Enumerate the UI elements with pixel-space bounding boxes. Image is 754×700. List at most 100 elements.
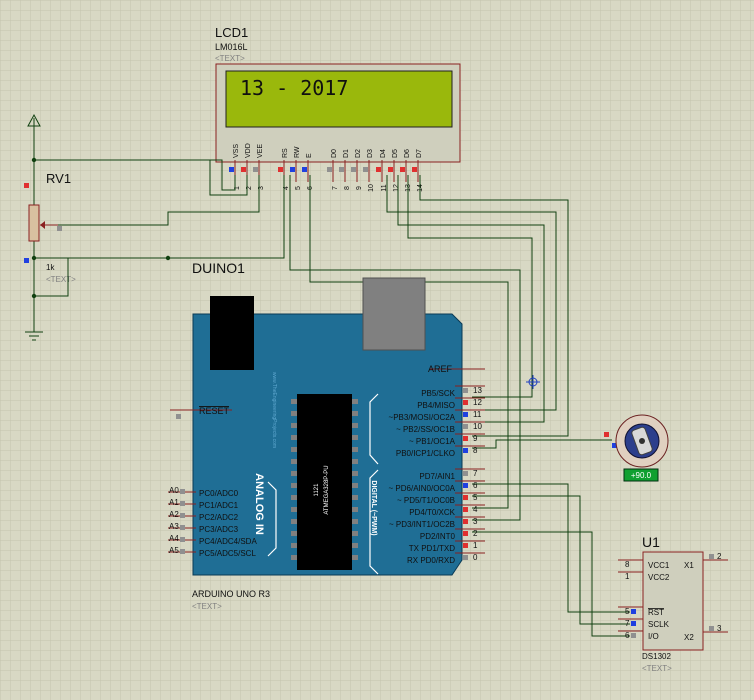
junction-4 (31, 293, 37, 299)
chip-pin (352, 435, 358, 440)
lcd-pin-number: 10 (368, 184, 375, 192)
digital-pin-state (463, 507, 468, 512)
ground-terminal (25, 331, 43, 341)
analog-pin-number: A0 (169, 486, 179, 495)
pot-value-label: 1k (46, 263, 55, 272)
lcd-pin-state (376, 167, 381, 172)
lcd-pin-name: D4 (380, 149, 387, 158)
chip-pin (352, 483, 358, 488)
lcd-pin-number: 1 (234, 186, 241, 190)
chip-pin (352, 423, 358, 428)
chip-pin (291, 435, 297, 440)
analog-pin-name: PC4/ADC4/SDA (199, 537, 257, 546)
chip-pin (352, 543, 358, 548)
lcd-pin-state (327, 167, 332, 172)
chip-pin (291, 459, 297, 464)
digital-pin-number: 4 (473, 505, 478, 514)
rtc-pin-name: X1 (684, 561, 694, 570)
rtc-pin-state (709, 554, 714, 559)
digital-bracket-top (369, 393, 379, 465)
analog-pin-number: A2 (169, 510, 179, 519)
digital-pin-number: 10 (473, 422, 482, 431)
lcd-pin-number: 2 (246, 186, 253, 190)
chip-pin (291, 471, 297, 476)
chip-pin (352, 399, 358, 404)
chip-pin (291, 555, 297, 560)
lcd-pin-name: D3 (367, 149, 374, 158)
power-terminal (27, 113, 41, 127)
digital-pin-name: ~ PB2/SS/OC1B (396, 425, 455, 434)
rtc-pin-name: X2 (684, 633, 694, 642)
power-jack (210, 296, 254, 370)
lcd-pin-name: D7 (416, 149, 423, 158)
digital-pin-state (463, 495, 468, 500)
digital-pin-name: ~ PD5/T1/OC0B (397, 496, 455, 505)
junction-2 (165, 255, 171, 261)
arduino-text-tag: <TEXT> (192, 602, 222, 611)
arduino-component[interactable]: DUINO1 ARDUINO UNO R3 <TEXT> 1121 ATMEGA… (168, 260, 485, 611)
analog-in-title: ANALOG IN (253, 473, 265, 535)
aref-label: AREF (428, 364, 453, 374)
lcd-pin-name: D1 (343, 149, 350, 158)
lcd-pin-number: 4 (283, 186, 290, 190)
junction-3 (31, 255, 37, 261)
lcd-pin-state (290, 167, 295, 172)
digital-pin-number: 0 (473, 553, 478, 562)
digital-pin-name: PB0/ICP1/CLKO (396, 449, 455, 458)
chip-pin (291, 495, 297, 500)
lcd-pin-name: D2 (355, 149, 362, 158)
rtc-pin-number: 5 (625, 607, 630, 616)
lcd-pin-number: 5 (295, 186, 302, 190)
digital-pin-name: PD7/AIN1 (419, 472, 455, 481)
lcd-component[interactable]: LCD1 LM016L <TEXT> 13 - 2017 VSS1VDD2VEE… (215, 25, 461, 192)
chip-pin (291, 543, 297, 548)
digital-pin-number: 2 (473, 529, 478, 538)
analog-pin-state (180, 525, 185, 530)
rtc-pin-name: RST (648, 608, 664, 617)
chip-pins (291, 399, 358, 560)
lcd-pin-state (229, 167, 234, 172)
chip-pin (352, 459, 358, 464)
servo-angle-label: +90.0 (631, 471, 652, 480)
chip-code: 1121 (314, 483, 320, 497)
rtc-pin-number: 7 (625, 619, 630, 628)
servo-component[interactable]: +90.0 (604, 414, 669, 482)
servo-angle-box (623, 468, 659, 482)
rtc-pin-number: 1 (625, 572, 630, 581)
digital-pin-state (463, 483, 468, 488)
rtc-pin-state (631, 609, 636, 614)
chip-pin (291, 399, 297, 404)
lcd-pin-name: RW (294, 146, 301, 158)
pot-body (28, 204, 40, 242)
digital-pin-name: PB4/MISO (417, 401, 455, 410)
lcd-pin-state (278, 167, 283, 172)
chip-pin (352, 555, 358, 560)
digital-pin-name: PB5/SCK (421, 389, 455, 398)
lcd-pin-state (253, 167, 258, 172)
analog-pin-number: A1 (169, 498, 179, 507)
chip-pin (352, 447, 358, 452)
rtc-pin-name: VCC2 (648, 573, 670, 582)
analog-pin-name: PC5/ADC5/SCL (199, 549, 256, 558)
rtc-pin-state (631, 621, 636, 626)
digital-pin-number: 6 (473, 481, 478, 490)
rtc-ref-label: U1 (642, 534, 660, 550)
pot-pin-top (24, 183, 29, 188)
rtc-pin-number: 3 (717, 624, 722, 633)
lcd-pin-name: D0 (331, 149, 338, 158)
analog-pin-number: A3 (169, 522, 179, 531)
digital-bracket-bottom (369, 469, 379, 575)
wire-d4 (386, 175, 557, 411)
digital-pin-name: ~PB3/MOSI/OC2A (389, 413, 456, 422)
chip-pin (352, 495, 358, 500)
lcd-pin-state (388, 167, 393, 172)
digital-pin-state (463, 388, 468, 393)
lcd-pin-name: VDD (245, 143, 252, 158)
arduino-ref-label: DUINO1 (192, 260, 245, 276)
wire-vss (34, 159, 236, 191)
rtc-pin-name: SCLK (648, 620, 670, 629)
chip-pin (291, 519, 297, 524)
